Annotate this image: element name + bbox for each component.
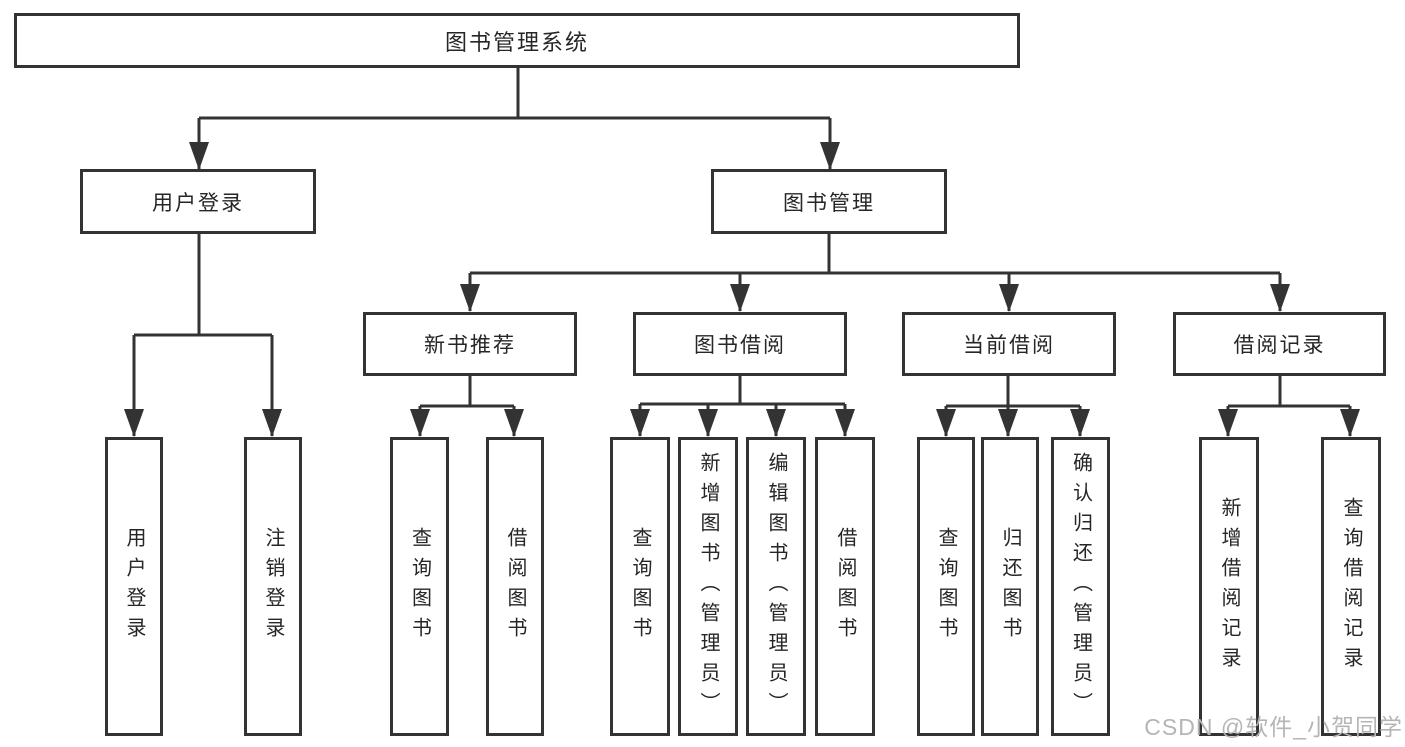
node-label: 图书管理: [783, 191, 875, 215]
node-user-login: 用户登录: [80, 169, 316, 234]
node-label: 查询图书: [935, 526, 957, 647]
node-br-query-record: 查询借阅记录: [1321, 437, 1381, 736]
node-bb-add-books-admin: 新增图书（管理员）: [678, 437, 738, 736]
node-nbr-query-books: 查询图书: [390, 437, 449, 736]
node-label: 查询借阅记录: [1340, 496, 1362, 677]
node-label: 借阅图书: [504, 526, 526, 647]
node-label: 当前借阅: [963, 334, 1055, 357]
node-label: 图书借阅: [694, 334, 786, 357]
node-cb-confirm-return-admin: 确认归还（管理员）: [1051, 437, 1110, 736]
node-nbr-borrow-books: 借阅图书: [486, 437, 544, 736]
node-label: 借阅记录: [1233, 334, 1326, 357]
node-borrow-records: 借阅记录: [1173, 312, 1386, 376]
node-current-borrowing: 当前借阅: [902, 312, 1116, 376]
node-library-management-system: 图书管理系统: [14, 13, 1020, 68]
node-label: 查询图书: [408, 526, 431, 647]
node-label: 编辑图书（管理员）: [765, 451, 787, 722]
node-cb-return-books: 归还图书: [981, 437, 1039, 736]
node-leaf-user-login: 用户登录: [105, 437, 163, 736]
node-label: 图书管理系统: [444, 29, 589, 55]
node-label: 新书推荐: [424, 334, 516, 357]
node-cb-query-books: 查询图书: [917, 437, 975, 736]
node-book-borrowing: 图书借阅: [633, 312, 847, 376]
node-label: 新增图书（管理员）: [697, 451, 719, 722]
node-book-management: 图书管理: [711, 169, 947, 234]
node-bb-borrow-books: 借阅图书: [815, 437, 875, 736]
node-new-book-recommendation: 新书推荐: [363, 312, 577, 376]
node-label: 用户登录: [123, 526, 145, 647]
node-label: 用户登录: [152, 191, 244, 215]
node-leaf-logout: 注销登录: [244, 437, 302, 736]
node-label: 查询图书: [629, 526, 651, 647]
node-br-add-record: 新增借阅记录: [1199, 437, 1259, 736]
csdn-watermark: CSDN @软件_小贺同学: [1144, 714, 1403, 740]
node-bb-query-books: 查询图书: [610, 437, 670, 736]
node-bb-edit-books-admin: 编辑图书（管理员）: [746, 437, 806, 736]
node-label: 归还图书: [999, 526, 1021, 647]
node-label: 新增借阅记录: [1218, 496, 1240, 677]
node-label: 借阅图书: [834, 526, 856, 647]
node-label: 确认归还（管理员）: [1069, 451, 1092, 722]
node-label: 注销登录: [262, 526, 284, 647]
